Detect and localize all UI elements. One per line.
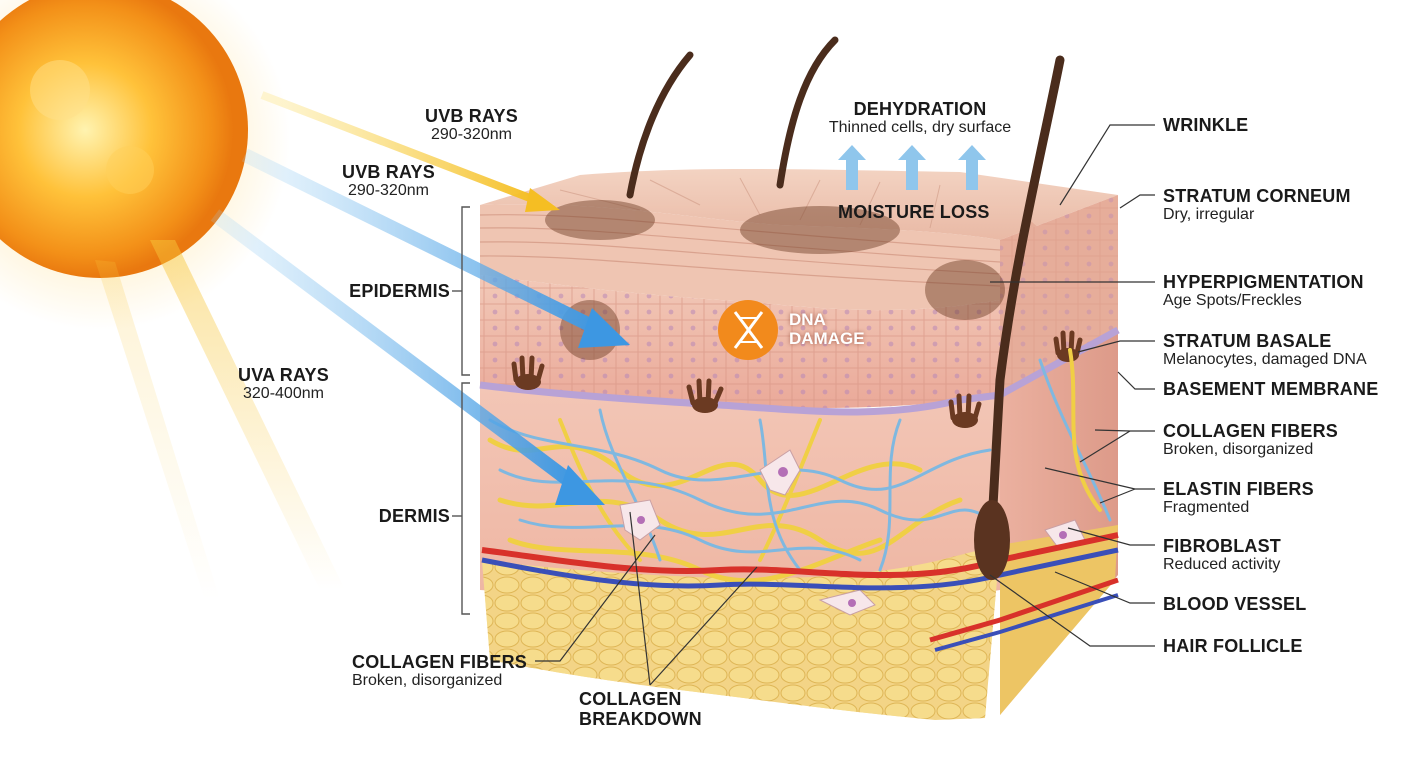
dehydration-sub: Thinned cells, dry surface — [806, 119, 1034, 137]
dermis-text: DERMIS — [330, 506, 450, 526]
label-stratum-corneum: STRATUM CORNEUM Dry, irregular — [1163, 186, 1351, 224]
label-fibroblast-sub: Reduced activity — [1163, 556, 1281, 574]
label-collagen-fibers-right: COLLAGEN FIBERS Broken, disorganized — [1163, 421, 1338, 459]
label-elastin-fibers-sub: Fragmented — [1163, 499, 1314, 517]
label-collagen-fibers-bottom-title: COLLAGEN FIBERS — [352, 652, 527, 672]
label-basement-membrane: BASEMENT MEMBRANE — [1163, 379, 1378, 399]
uvb-upper-label: UVB RAYS 290-320nm — [425, 106, 518, 144]
label-stratum-basale-sub: Melanocytes, damaged DNA — [1163, 351, 1367, 369]
label-hyperpigmentation-sub: Age Spots/Freckles — [1163, 292, 1364, 310]
dehydration-title: DEHYDRATION — [806, 99, 1034, 119]
label-collagen-breakdown-line-2: BREAKDOWN — [579, 709, 702, 729]
uvb-upper-title: UVB RAYS — [425, 106, 518, 126]
uva-title: UVA RAYS — [238, 365, 329, 385]
label-hyperpigmentation-title: HYPERPIGMENTATION — [1163, 272, 1364, 292]
label-stratum-corneum-sub: Dry, irregular — [1163, 206, 1351, 224]
dna-damage-label: DNA DAMAGE — [789, 311, 865, 348]
label-hair-follicle-title: HAIR FOLLICLE — [1163, 636, 1303, 656]
label-stratum-basale-title: STRATUM BASALE — [1163, 331, 1367, 351]
label-collagen-fibers-right-sub: Broken, disorganized — [1163, 441, 1338, 459]
uvb-lower-sub: 290-320nm — [342, 182, 435, 200]
label-fibroblast-title: FIBROBLAST — [1163, 536, 1281, 556]
label-elastin-fibers-title: ELASTIN FIBERS — [1163, 479, 1314, 499]
label-collagen-fibers-bottom: COLLAGEN FIBERS Broken, disorganized — [352, 652, 527, 690]
sun-icon — [0, 0, 290, 330]
epidermis-label: EPIDERMIS — [330, 281, 450, 301]
label-stratum-corneum-title: STRATUM CORNEUM — [1163, 186, 1351, 206]
dehydration-label: DEHYDRATION Thinned cells, dry surface — [806, 99, 1034, 137]
label-hair-follicle: HAIR FOLLICLE — [1163, 636, 1303, 656]
label-wrinkle: WRINKLE — [1163, 115, 1248, 135]
dna-damage-line-2: DAMAGE — [789, 330, 865, 349]
dna-damage-line-1: DNA — [789, 311, 865, 330]
label-basement-membrane-title: BASEMENT MEMBRANE — [1163, 379, 1378, 399]
label-hyperpigmentation: HYPERPIGMENTATION Age Spots/Freckles — [1163, 272, 1364, 310]
label-collagen-breakdown-line-1: COLLAGEN — [579, 689, 702, 709]
uvb-lower-label: UVB RAYS 290-320nm — [342, 162, 435, 200]
moisture-loss-label: MOISTURE LOSS — [838, 202, 990, 222]
label-collagen-fibers-right-title: COLLAGEN FIBERS — [1163, 421, 1338, 441]
label-collagen-breakdown: COLLAGEN BREAKDOWN — [579, 689, 702, 729]
uvb-upper-sub: 290-320nm — [425, 126, 518, 144]
label-collagen-fibers-bottom-sub: Broken, disorganized — [352, 672, 527, 690]
label-fibroblast: FIBROBLAST Reduced activity — [1163, 536, 1281, 574]
epidermis-text: EPIDERMIS — [330, 281, 450, 301]
label-elastin-fibers: ELASTIN FIBERS Fragmented — [1163, 479, 1314, 517]
dna-damage-icon — [718, 300, 778, 360]
uva-sub: 320-400nm — [238, 385, 329, 403]
label-wrinkle-title: WRINKLE — [1163, 115, 1248, 135]
moisture-loss-text: MOISTURE LOSS — [838, 202, 990, 222]
label-blood-vessel-title: BLOOD VESSEL — [1163, 594, 1306, 614]
label-blood-vessel: BLOOD VESSEL — [1163, 594, 1306, 614]
uva-label: UVA RAYS 320-400nm — [238, 365, 329, 403]
label-stratum-basale: STRATUM BASALE Melanocytes, damaged DNA — [1163, 331, 1367, 369]
dermis-label: DERMIS — [330, 506, 450, 526]
uvb-lower-title: UVB RAYS — [342, 162, 435, 182]
